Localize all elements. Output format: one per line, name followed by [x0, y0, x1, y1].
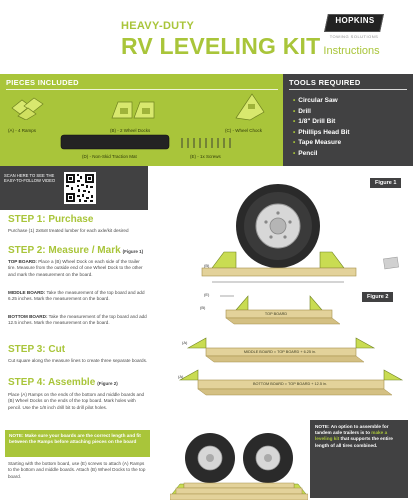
tools-panel: TOOLS REQUIRED Circular Saw Drill 1/8" D…	[283, 74, 413, 166]
qr-band: SCAN HERE to see the easy-to-follow vide…	[0, 166, 148, 210]
tandem-axle-illustration	[170, 433, 308, 500]
traction-mat-icon	[60, 134, 170, 150]
piece-label-screws: (E) - 1x Screws	[190, 154, 221, 159]
piece-label-wheel-docks: (B) - 2 Wheel Docks	[110, 128, 151, 133]
figure-1-tire-illustration	[201, 184, 399, 283]
figure-2-label-b: (B)	[200, 305, 206, 310]
middle-board-label: MIDDLE BOARD = TOP BOARD + 6.25 in.	[243, 350, 317, 354]
step-4-text: Place (A) Ramps on the ends of the botto…	[8, 392, 145, 410]
step-2-top-board-label: TOP BOARD:	[8, 259, 37, 264]
wheel-chock-icon	[235, 93, 265, 121]
figure-1-tag: Figure 1	[370, 178, 402, 188]
tools-title: TOOLS REQUIRED	[289, 78, 407, 90]
step-3-title: STEP 3: Cut	[8, 344, 66, 355]
figure-2-label-a-bottom: (A)	[178, 374, 184, 379]
step-2-bottom-board-text: Take the measurement of the top board an…	[8, 314, 147, 326]
brand-tagline: TOWING SOLUTIONS	[329, 34, 379, 39]
tools-list: Circular Saw Drill 1/8" Drill Bit Philli…	[293, 96, 350, 160]
tandem-note-lead: NOTE: An option to assemble for tandem a…	[315, 424, 389, 436]
step-4-note: NOTE: Make sure your boards are the corr…	[5, 430, 150, 457]
step-1-title: STEP 1: Purchase	[8, 214, 94, 225]
piece-label-ramps: (A) - 4 Ramps	[8, 128, 37, 133]
tandem-note-highlight: make a leveling kit	[315, 430, 388, 442]
step-1-text: Purchase (1) 2x8x8 treated lumber for ea…	[8, 228, 129, 233]
figure-2-board-assembly	[178, 295, 404, 396]
piece-label-traction-mat: (D) - Non-Skid Traction Mat	[82, 154, 137, 159]
step-2-heading: STEP 2: Measure / Mark(Figure 1)	[8, 245, 143, 256]
figure-1-label-b: (B)	[204, 263, 210, 268]
tool-item: Tape Measure	[293, 138, 350, 149]
figure-2-label-a-middle: (A)	[182, 340, 188, 345]
step-2-middle-board-label: MIDDLE BOARD:	[8, 290, 46, 295]
step-3-text: Cut square along the measure lines to cr…	[8, 358, 148, 363]
step-2-bottom-board-label: BOTTOM BOARD:	[8, 314, 48, 319]
pieces-panel: PIECES INCLUDED (A) - 4 Ramps (B) - 2 Wh…	[0, 74, 283, 166]
tool-item: Phillips Head Bit	[293, 128, 349, 139]
page-subtitle: Instructions	[323, 45, 380, 57]
step-2-title: STEP 2: Measure / Mark	[8, 245, 121, 256]
title-kicker: HEAVY-DUTY	[121, 20, 195, 32]
step-2-top-board: TOP BOARD: Place a (B) Wheel Dock on eac…	[8, 259, 148, 278]
ramps-icon	[11, 97, 44, 120]
step-2-top-board-text: Place a (B) Wheel Dock on each side of t…	[8, 259, 143, 277]
step-2-middle-board: MIDDLE BOARD: Take the measurement of th…	[8, 290, 148, 303]
step-4-heading: STEP 4: Assemble(Figure 2)	[8, 377, 118, 388]
tool-item: Pencil	[293, 149, 350, 160]
tool-item: 1/8" Drill Bit	[293, 117, 350, 128]
screws-icon	[181, 138, 231, 148]
top-board-label: TOP BOARD	[264, 312, 288, 316]
step-4-text-2: Starting with the bottom board, use (E) …	[8, 461, 146, 479]
qr-caption: SCAN HERE to see the easy-to-follow vide…	[4, 173, 56, 184]
figure-2-tag: Figure 2	[362, 292, 394, 302]
tool-item: Circular Saw	[293, 96, 350, 107]
bottom-board-label: BOTTOM BOARD = TOP BOARD + 12.5 in.	[253, 382, 327, 386]
step-2-figure-ref: (Figure 1)	[122, 249, 144, 254]
pieces-title: PIECES INCLUDED	[6, 78, 278, 90]
step-2-bottom-board: BOTTOM BOARD: Take the measurement of th…	[8, 314, 148, 327]
page-title: RV LEVELING KIT	[121, 33, 321, 59]
wheel-docks-icon	[111, 101, 155, 119]
tandem-note-rest: that supports the entire length of all t…	[315, 436, 393, 448]
qr-code-icon[interactable]	[64, 172, 96, 204]
figure-2-label-e: (E)	[204, 292, 210, 297]
step-2-middle-board-text: Take the measurement of the top board an…	[8, 290, 145, 302]
tool-item: Drill	[293, 107, 350, 118]
brand-logo-text: HOPKINS	[335, 16, 375, 25]
piece-label-wheel-chock: (C) - Wheel Chock	[225, 128, 263, 133]
step-4-title: STEP 4: Assemble	[8, 377, 96, 388]
tandem-axle-note: NOTE: An option to assemble for tandem a…	[310, 420, 408, 498]
step-4-figure-ref: (Figure 2)	[97, 381, 118, 386]
